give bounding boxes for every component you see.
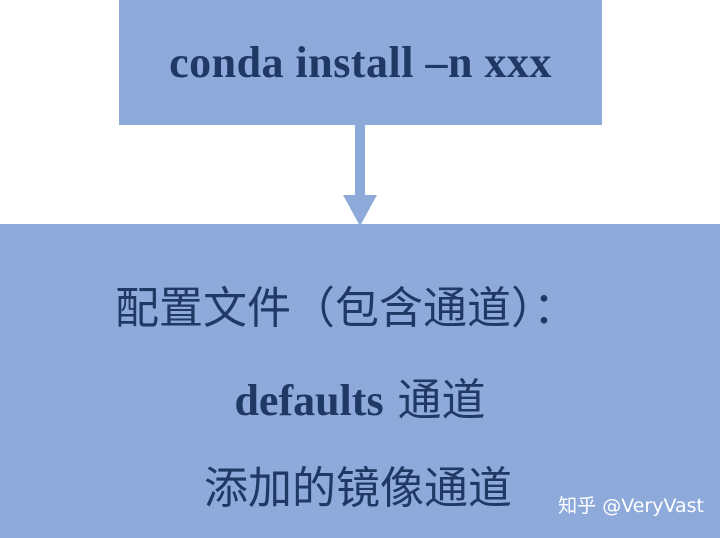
watermark-text: 知乎 @VeryVast bbox=[558, 495, 704, 517]
command-text: conda install –n xxx bbox=[169, 38, 552, 87]
defaults-channel-line: defaults 通道 bbox=[0, 364, 720, 428]
arrow-shaft bbox=[355, 125, 365, 197]
config-title: 配置文件（包含通道）： bbox=[115, 283, 577, 334]
arrow-head bbox=[343, 195, 377, 226]
down-arrow-icon bbox=[343, 125, 377, 226]
config-box: 配置文件（包含通道）： defaults 通道 添加的镜像通道 bbox=[0, 224, 720, 538]
channel-label: 通道 bbox=[383, 375, 486, 426]
mirror-channel-line: 添加的镜像通道 bbox=[204, 463, 512, 514]
command-box: conda install –n xxx bbox=[119, 0, 602, 125]
defaults-label: defaults bbox=[234, 376, 384, 425]
